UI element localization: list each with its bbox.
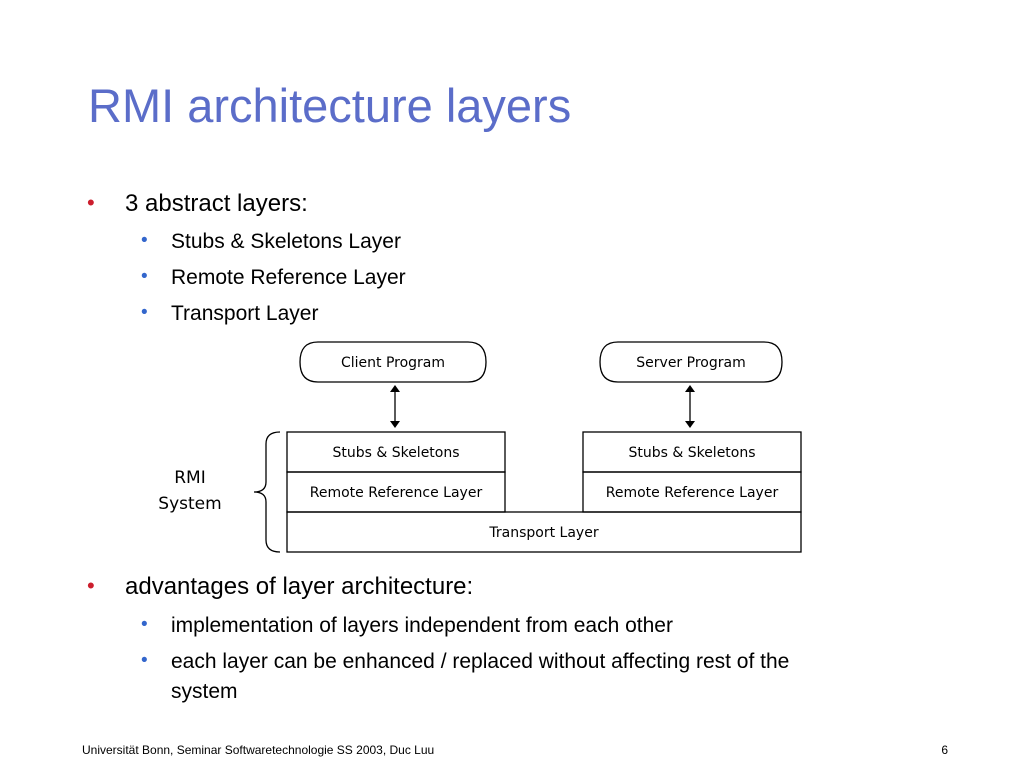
sub-bullet-text: Remote Reference Layer: [171, 266, 406, 289]
server-program-label: Server Program: [636, 355, 745, 371]
rmi-system-brace: [253, 431, 281, 553]
right-remote-ref-label: Remote Reference Layer: [606, 485, 779, 501]
page-number: 6: [941, 743, 948, 757]
sub-bullet-marker: •: [141, 266, 148, 287]
sub-bullet-text: Transport Layer: [171, 302, 319, 325]
left-stubs-label: Stubs & Skeletons: [332, 445, 459, 461]
sub-bullet-marker: •: [141, 302, 148, 323]
sub-bullet: • Transport Layer: [141, 302, 319, 326]
client-program-shape: [299, 341, 487, 383]
sub-bullet-text: implementation of layers independent fro…: [171, 614, 673, 637]
server-program-shape: [599, 341, 783, 383]
bullet-layers: • 3 abstract layers:: [87, 190, 308, 218]
sub-bullet: • each layer can be enhanced / replaced …: [141, 650, 790, 674]
slide-footer: Universität Bonn, Seminar Softwaretechno…: [82, 743, 435, 757]
bullet-advantages: • advantages of layer architecture:: [87, 573, 474, 601]
sub-bullet: • implementation of layers independent f…: [141, 614, 673, 638]
slide-title: RMI architecture layers: [88, 79, 572, 132]
sub-bullet-marker: •: [141, 230, 148, 251]
sub-bullet-text: Stubs & Skeletons Layer: [171, 230, 401, 253]
sub-bullet: • Remote Reference Layer: [141, 266, 406, 290]
sub-bullet-text: each layer can be enhanced / replaced wi…: [171, 650, 790, 673]
rmi-architecture-diagram: Client Program Server Program Stubs & Sk…: [158, 341, 802, 553]
sub-bullet-continuation: system: [171, 680, 238, 704]
bullet-text: 3 abstract layers:: [125, 190, 308, 217]
rmi-label: RMI: [174, 468, 206, 488]
left-remote-ref-label: Remote Reference Layer: [310, 485, 483, 501]
sub-bullet: • Stubs & Skeletons Layer: [141, 230, 401, 254]
sub-bullet-marker: •: [141, 614, 148, 635]
bullet-marker: •: [87, 190, 95, 215]
transport-box: [286, 511, 802, 553]
bullet-marker: •: [87, 573, 95, 598]
sub-bullet-text: system: [171, 680, 238, 703]
right-stubs-label: Stubs & Skeletons: [628, 445, 755, 461]
bullet-text: advantages of layer architecture:: [125, 573, 474, 600]
sub-bullet-marker: •: [141, 650, 148, 671]
system-label: System: [158, 494, 221, 514]
client-program-label: Client Program: [341, 355, 445, 371]
transport-label: Transport Layer: [488, 525, 598, 541]
